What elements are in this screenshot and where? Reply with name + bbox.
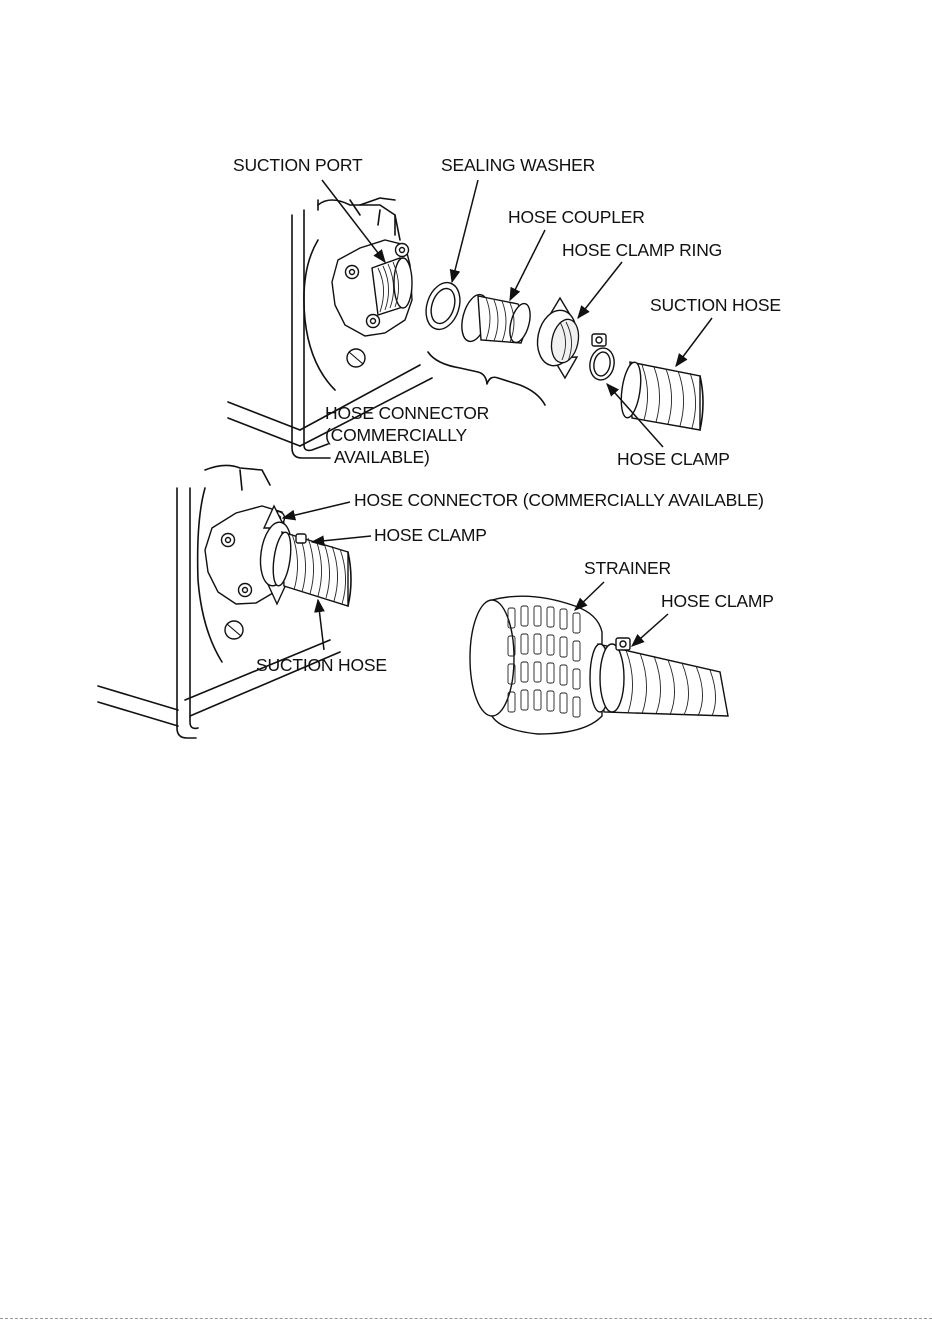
pump-frame-assembled bbox=[98, 465, 340, 738]
label-hose-clamp-ring: HOSE CLAMP RING bbox=[562, 240, 722, 260]
suction-hose-assembled bbox=[270, 531, 351, 606]
leader-suction-hose-bottom bbox=[318, 600, 324, 650]
hose-connector-bracket bbox=[428, 352, 545, 405]
leader-suction-hose-top bbox=[676, 318, 712, 366]
label-hose-connector-full: HOSE CONNECTOR (COMMERCIALLY AVAILABLE) bbox=[354, 490, 764, 510]
hose-clamp-part-top bbox=[587, 334, 616, 382]
leader-hose-coupler bbox=[510, 230, 545, 300]
label-hose-connector-line1: HOSE CONNECTOR bbox=[325, 403, 489, 423]
leader-strainer bbox=[575, 582, 604, 610]
strainer-part bbox=[470, 596, 602, 734]
leader-hose-connector-full bbox=[283, 502, 350, 518]
label-hose-clamp-mid: HOSE CLAMP bbox=[374, 525, 487, 545]
suction-hose-part-top bbox=[618, 361, 703, 430]
label-hose-clamp-top: HOSE CLAMP bbox=[617, 449, 730, 469]
label-hose-coupler: HOSE COUPLER bbox=[508, 207, 645, 227]
label-hose-clamp-strainer: HOSE CLAMP bbox=[661, 591, 774, 611]
hose-clamp-ring-part bbox=[533, 298, 583, 378]
sealing-washer-part bbox=[420, 278, 465, 334]
leader-suction-port bbox=[322, 180, 385, 262]
page-bottom-rule bbox=[0, 1318, 932, 1319]
drain-plug-assembled bbox=[225, 621, 243, 639]
leader-hose-clamp-mid bbox=[312, 536, 371, 542]
label-sealing-washer: SEALING WASHER bbox=[441, 155, 595, 175]
label-hose-connector-line2: (COMMERCIALLY bbox=[325, 425, 467, 445]
drain-plug-top bbox=[347, 349, 365, 367]
leader-hose-clamp-strainer bbox=[632, 614, 668, 646]
label-suction-hose-top: SUCTION HOSE bbox=[650, 295, 781, 315]
label-hose-connector-line3: AVAILABLE) bbox=[334, 447, 430, 467]
label-strainer: STRAINER bbox=[584, 558, 671, 578]
label-suction-hose-bottom: SUCTION HOSE bbox=[256, 655, 387, 675]
label-suction-port: SUCTION PORT bbox=[233, 155, 363, 175]
leader-hose-clamp-ring bbox=[578, 262, 622, 318]
suction-port-flange bbox=[332, 240, 412, 336]
hose-coupler-part bbox=[457, 292, 534, 345]
leader-sealing-washer bbox=[452, 180, 478, 282]
